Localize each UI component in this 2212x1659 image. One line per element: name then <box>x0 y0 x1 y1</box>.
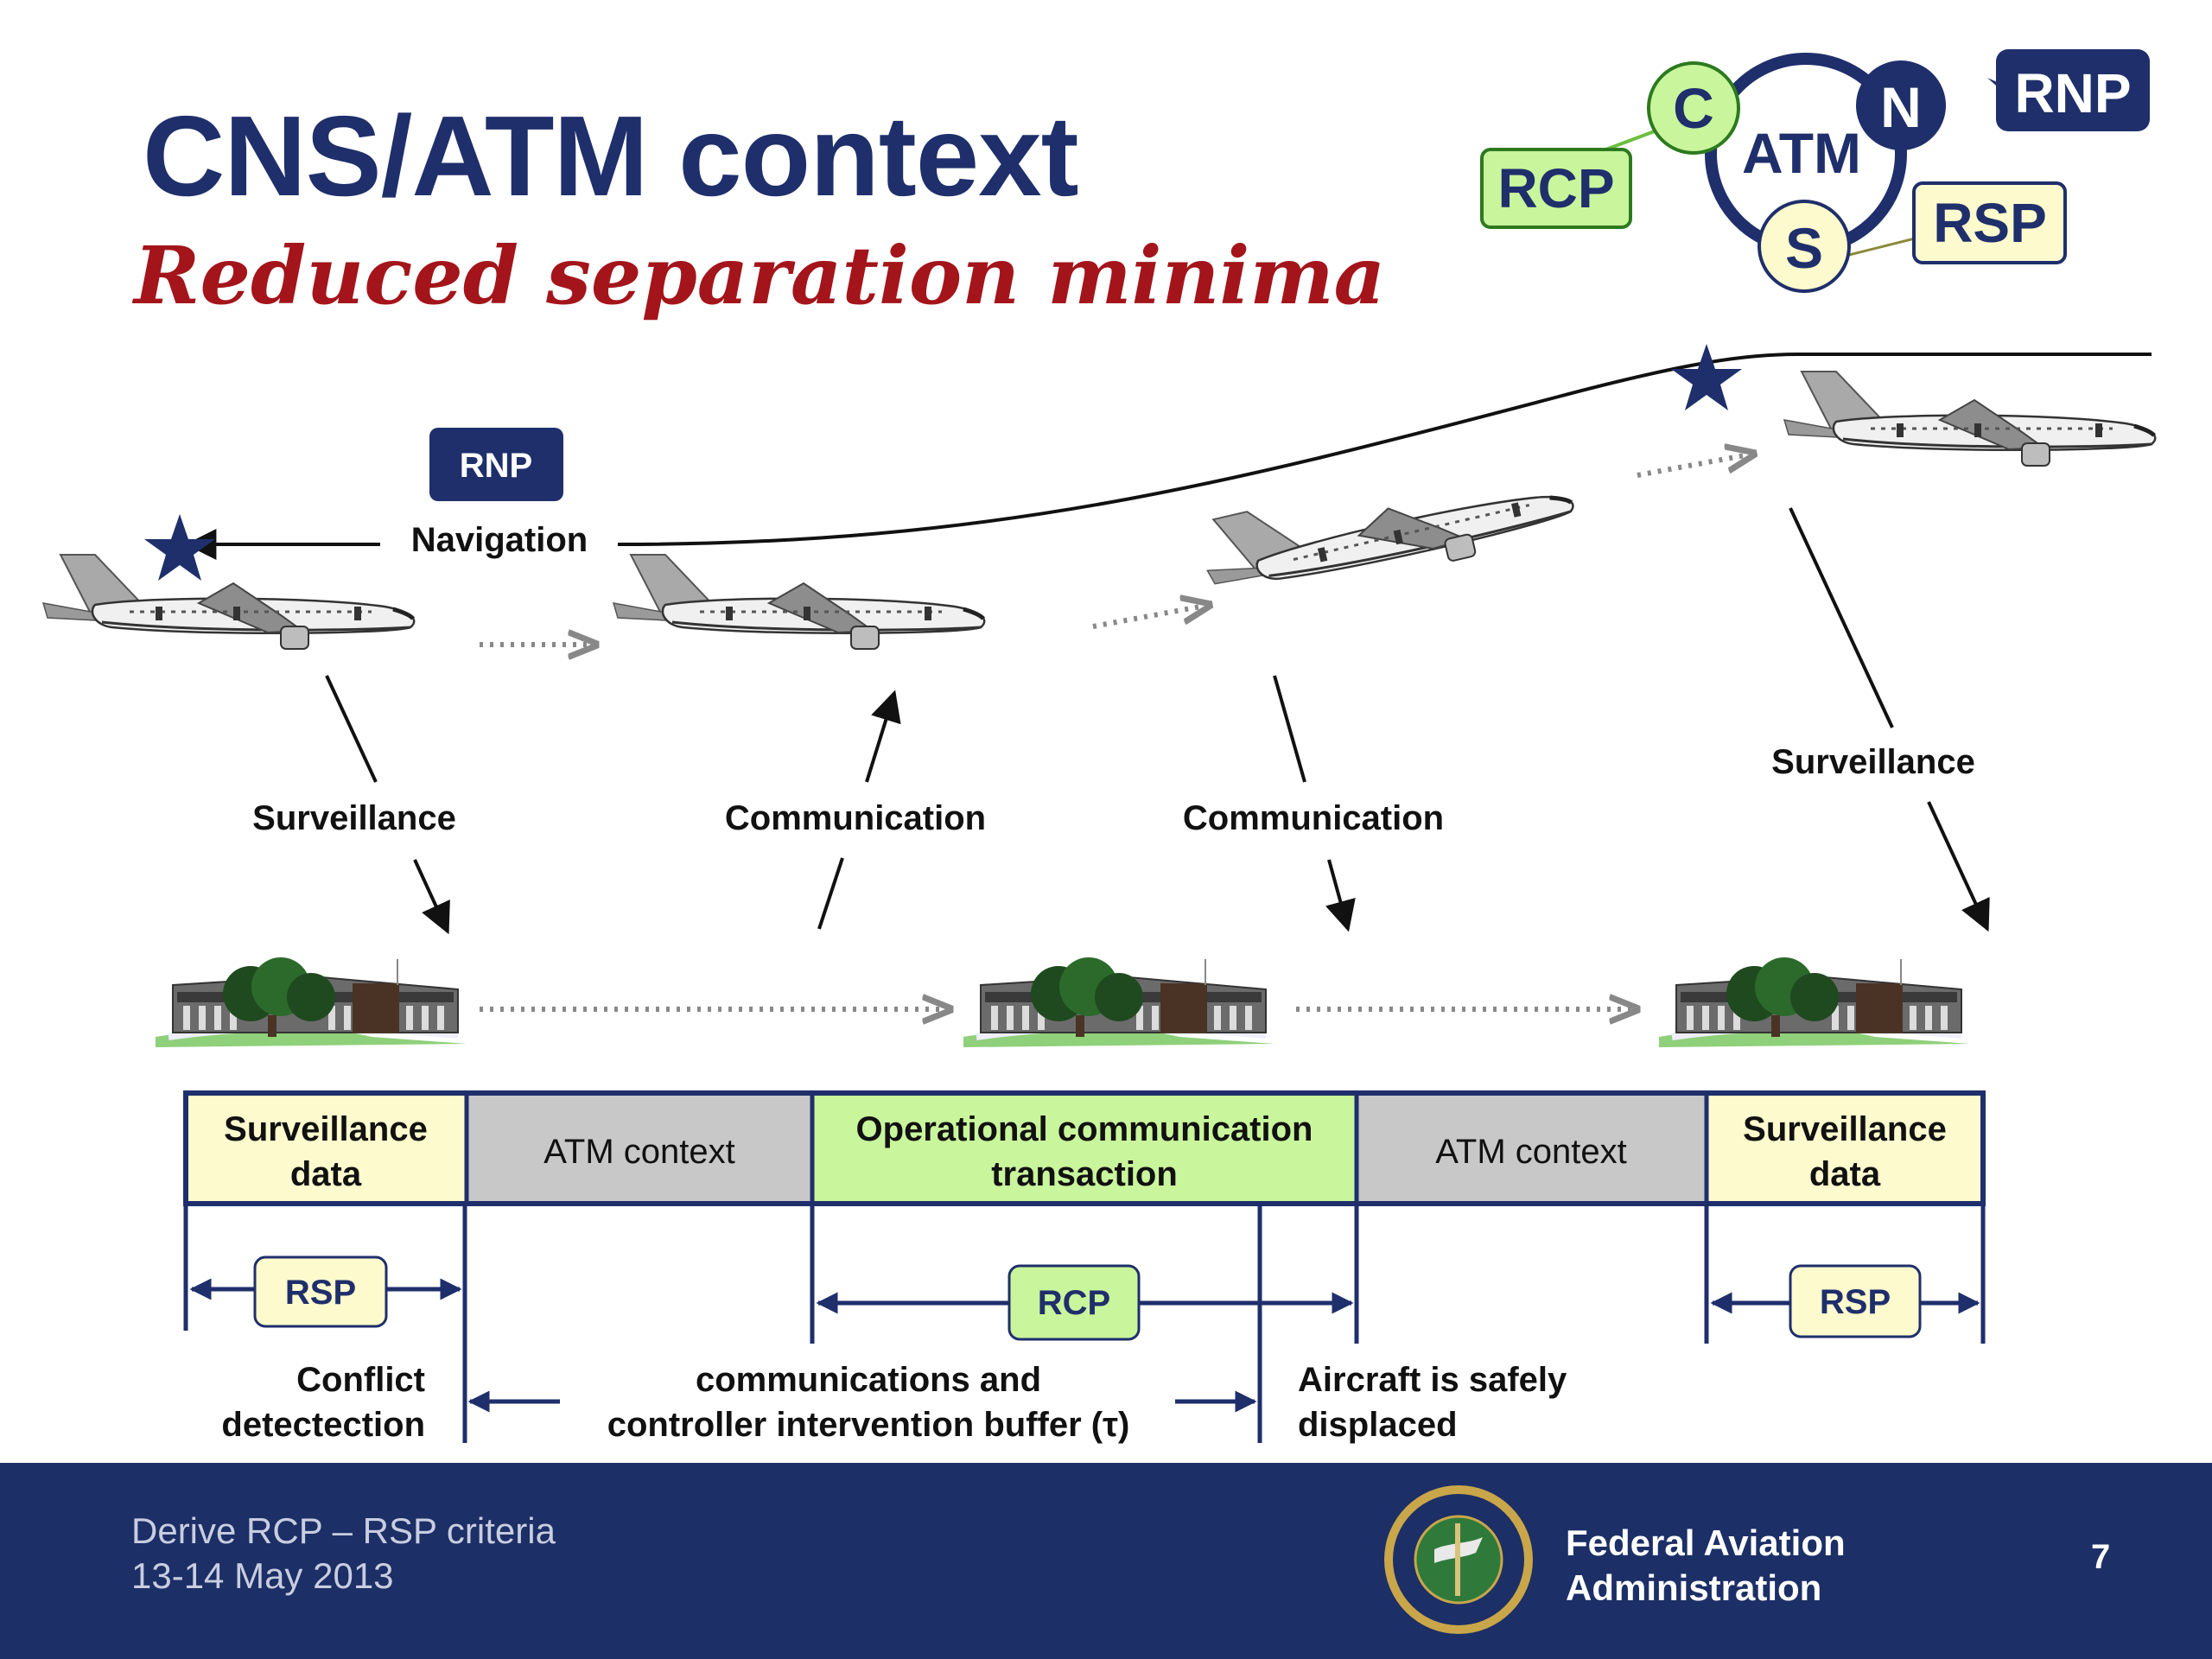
logo-c-circle <box>1647 61 1740 155</box>
timeline-bar <box>183 1090 1986 1206</box>
footer-event: Derive RCP – RSP criteria <box>131 1510 556 1551</box>
segment-label: Surveillance <box>1743 1110 1947 1148</box>
segment-label: transaction <box>991 1155 1178 1193</box>
surveillance-label-left: Surveillance <box>252 799 456 837</box>
logo-rsp-box <box>1912 181 2067 264</box>
surveillance-link-arrow <box>413 859 450 935</box>
buffer-label: communications and <box>696 1361 1041 1399</box>
displaced-label: displaced <box>1298 1406 1458 1444</box>
logo-rsp-label: RSP <box>1933 192 2047 254</box>
logo-rcp-box <box>1480 148 1632 229</box>
star-icon <box>1671 344 1742 410</box>
rsp-badge-left <box>253 1255 388 1328</box>
logo-c-label: C <box>1673 76 1714 140</box>
rsp-badge-left-label: RSP <box>285 1274 356 1312</box>
aircraft-icon <box>43 555 414 649</box>
logo-s-circle <box>1758 200 1851 293</box>
logo-rnp-box <box>1996 49 2150 131</box>
segment-operational-communication <box>812 1093 1357 1204</box>
logo-n-label: N <box>1880 75 1922 139</box>
surveillance-link-right-arrow <box>1927 801 1990 932</box>
rsp-badge-right-label: RSP <box>1820 1283 1891 1321</box>
communication-label-up: Communication <box>725 799 986 837</box>
communication-uplink <box>817 857 844 930</box>
slide-subtitle: Reduced separation minima <box>134 229 1386 322</box>
logo-s-label: S <box>1785 216 1823 280</box>
ground-station-icon <box>963 957 1274 1047</box>
conflict-detection-label: detectection <box>221 1406 425 1444</box>
communication-uplink-arrow <box>865 690 901 783</box>
buffer-label: controller intervention buffer (τ) <box>607 1406 1130 1444</box>
segment-surveillance-data-left <box>186 1093 467 1204</box>
rnp-badge <box>429 428 563 501</box>
aircraft-icon <box>613 555 984 649</box>
rsp-badge-right <box>1789 1264 1922 1338</box>
footer-bar <box>0 1463 2212 1659</box>
surveillance-link <box>325 675 378 783</box>
logo-rcp-label: RCP <box>1497 157 1614 219</box>
aircraft-icon <box>1784 372 2155 466</box>
logo-rnp-label: RNP <box>2014 62 2131 124</box>
segment-label: Surveillance <box>224 1110 428 1148</box>
page-number: 7 <box>2091 1538 2111 1576</box>
segment-label: Operational communication <box>856 1110 1313 1148</box>
footer-org-line1: Federal Aviation <box>1566 1522 1846 1563</box>
aircraft-icon <box>1197 440 1580 615</box>
footer-org-line2: Administration <box>1566 1567 1822 1608</box>
cns-logo: ATM RCP C RNP N RSP S <box>1480 49 2150 293</box>
segment-label: data <box>290 1155 362 1193</box>
rnp-badge-label: RNP <box>460 447 532 485</box>
displaced-label: Aircraft is safely <box>1298 1361 1567 1399</box>
flight-path <box>617 353 2152 546</box>
communication-label-down: Communication <box>1183 799 1444 837</box>
communication-downlink <box>1273 675 1306 783</box>
segment-atm-context-right <box>1357 1093 1707 1204</box>
footer-date: 13-14 May 2013 <box>131 1555 394 1596</box>
ground-station-icon <box>156 957 467 1047</box>
segment-label: data <box>1809 1155 1881 1193</box>
segment-label: ATM context <box>543 1133 735 1171</box>
logo-atm-label: ATM <box>1742 121 1861 185</box>
rcp-badge <box>1007 1264 1141 1341</box>
ground-station-icon <box>1659 957 1970 1047</box>
slide-title: CNS/ATM context <box>143 92 1079 219</box>
navigation-label: Navigation <box>411 521 588 559</box>
rcp-badge-label: RCP <box>1038 1284 1110 1322</box>
surveillance-link-right <box>1789 507 1894 728</box>
segment-label: ATM context <box>1435 1133 1627 1171</box>
faa-seal-icon <box>1384 1485 1533 1634</box>
timeline-guides <box>183 1204 1986 1443</box>
logo-n-circle <box>1856 60 1946 150</box>
segment-surveillance-data-right <box>1707 1093 1983 1204</box>
surveillance-label-right: Surveillance <box>1771 743 1975 781</box>
conflict-detection-label: Conflict <box>296 1361 425 1399</box>
segment-atm-context-left <box>467 1093 812 1204</box>
star-icon <box>144 514 215 581</box>
communication-downlink-arrow <box>1325 859 1356 932</box>
